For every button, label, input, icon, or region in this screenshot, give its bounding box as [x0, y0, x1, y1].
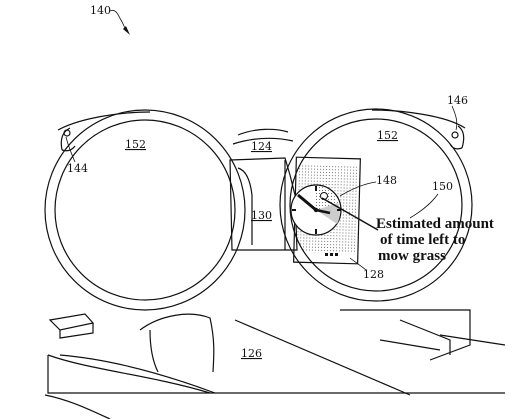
ref-140-label: 140: [90, 4, 111, 17]
ref-128-leader: [349, 257, 367, 271]
ref-140-arrowhead: [123, 26, 130, 35]
callout-leader: [321, 197, 379, 231]
ref-150-label: 150: [432, 180, 453, 193]
ref-148-label: 148: [376, 174, 397, 187]
ref-152-right-label: 152: [377, 129, 398, 142]
ref-144-label: 144: [67, 162, 88, 175]
ref-148-leader: [339, 181, 377, 197]
dial-overlay-148: [290, 164, 358, 256]
ref-152-left-label: 152: [125, 138, 146, 151]
ref-130-label: 130: [251, 209, 272, 222]
ref-146-leader: [451, 105, 458, 131]
callout-line-3: mow grass: [378, 248, 446, 264]
callout-line-1: Estimated amount: [376, 216, 494, 232]
ref-150-leader: [409, 193, 439, 219]
ref-126-label: 126: [241, 347, 262, 360]
ref-144-leader: [65, 136, 76, 163]
callout-line-2: of time left to: [380, 232, 465, 248]
callout-text: Estimated amount of time left to mow gra…: [376, 216, 494, 264]
ref-128-label: 128: [363, 268, 384, 281]
ref-146-label: 146: [447, 94, 468, 107]
eyeglasses-frame: [44, 108, 473, 311]
ref-124-label: 124: [251, 140, 272, 153]
ref-140-leader: [109, 9, 127, 31]
background-scene: [44, 309, 506, 419]
